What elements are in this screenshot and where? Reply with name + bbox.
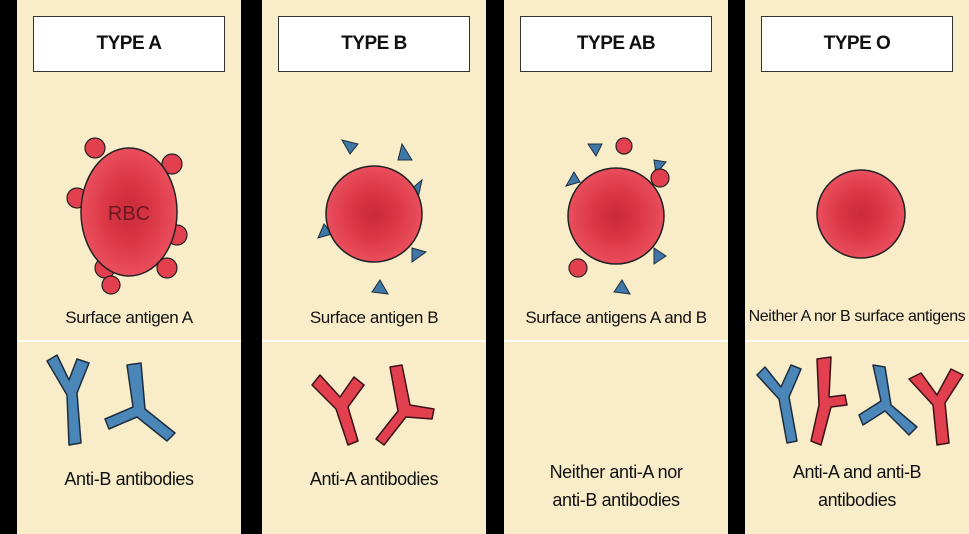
antigen-caption: Surface antigen B xyxy=(262,308,486,328)
antibody-icon xyxy=(47,355,89,445)
panel-type-o: TYPE O Neither A nor B surface antigens … xyxy=(745,0,969,534)
antibody-caption-line: Anti-B antibodies xyxy=(17,465,241,493)
divider xyxy=(17,340,241,342)
antibody-icon xyxy=(909,369,963,445)
rbc-label: RBC xyxy=(108,203,150,225)
antigen-caption: Surface antigen A xyxy=(17,308,241,328)
antibody-caption-line: Anti-A and anti-B xyxy=(745,458,969,486)
panel-title: TYPE A xyxy=(33,16,225,72)
panel-title: TYPE AB xyxy=(520,16,712,72)
divider xyxy=(262,340,486,342)
antibody-icon xyxy=(312,375,364,445)
antibody-icon xyxy=(757,365,801,443)
panel-type-b: TYPE B Surface antigen B Anti-A antibodi… xyxy=(262,0,486,534)
antigen-caption: Neither A nor B surface antigens xyxy=(745,308,969,326)
rbc-no-antigens xyxy=(745,120,969,310)
rbc-with-antigen-b xyxy=(262,120,486,310)
rbc-cell xyxy=(326,166,422,262)
antigen-caption: Surface antigens A and B xyxy=(504,308,728,328)
divider xyxy=(745,340,969,342)
anti-a-and-anti-b-antibodies xyxy=(745,345,969,455)
antibody-caption: Anti-B antibodies xyxy=(17,465,241,493)
antibody-caption-line: Anti-A antibodies xyxy=(262,465,486,493)
rbc-with-antigen-a: RBC xyxy=(17,120,241,310)
rbc-cell xyxy=(817,170,905,258)
anti-b-antibodies xyxy=(17,345,241,455)
antibody-caption: Neither anti-A nor anti-B antibodies xyxy=(504,458,728,514)
panel-title: TYPE B xyxy=(278,16,470,72)
panel-title: TYPE O xyxy=(761,16,953,72)
antibody-icon xyxy=(859,365,917,435)
antibody-caption-line: antibodies xyxy=(745,486,969,514)
antibody-icon xyxy=(811,357,847,445)
rbc-cell xyxy=(568,168,664,264)
antibody-caption-line: anti-B antibodies xyxy=(504,486,728,514)
divider xyxy=(504,340,728,342)
antibody-caption-line: Neither anti-A nor xyxy=(504,458,728,486)
panel-type-a: TYPE A RBC Surface antigen A Anti xyxy=(17,0,241,534)
rbc-with-antigen-a-and-b xyxy=(504,120,728,310)
anti-a-antibodies xyxy=(262,345,486,455)
antibody-caption: Anti-A antibodies xyxy=(262,465,486,493)
panel-type-ab: TYPE AB Surface antigens A and B Neither… xyxy=(504,0,728,534)
antibody-caption: Anti-A and anti-B antibodies xyxy=(745,458,969,514)
antibody-icon xyxy=(376,365,434,445)
antibody-icon xyxy=(105,363,175,441)
